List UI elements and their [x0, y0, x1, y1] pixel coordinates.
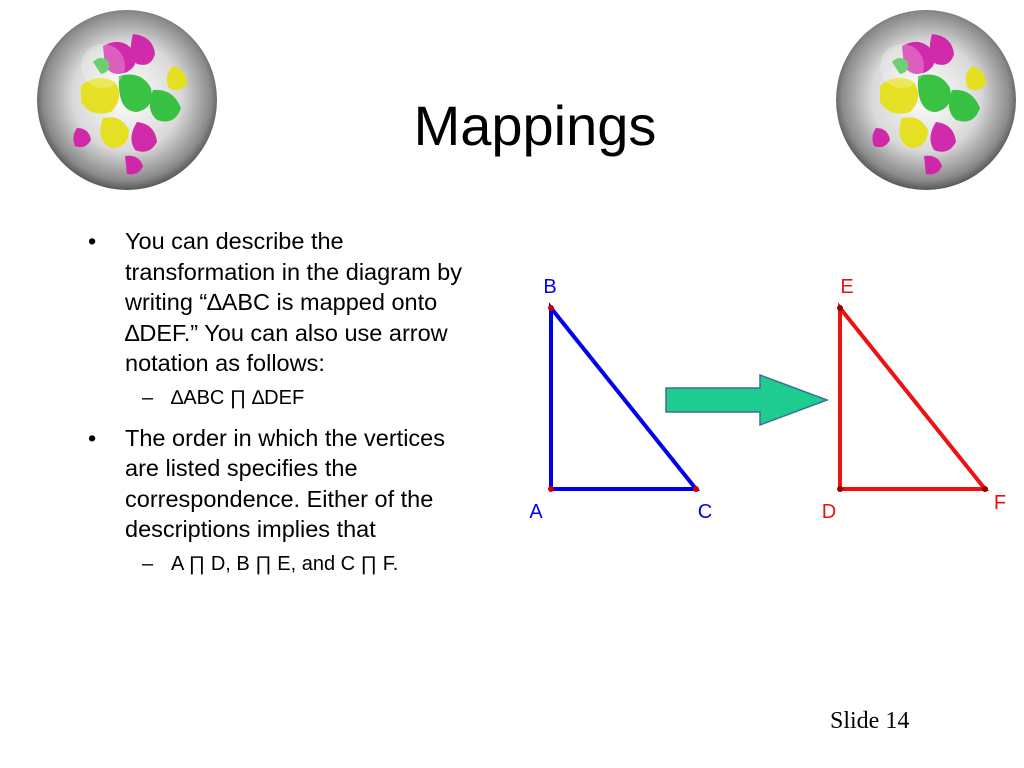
label-f: F — [994, 492, 1006, 514]
sub-bullet-item-2: – A ∏ D, B ∏ E, and C ∏ F. — [88, 551, 483, 577]
sub-bullet-text: A ∏ D, B ∏ E, and C ∏ F. — [171, 552, 399, 575]
label-a: A — [529, 501, 543, 523]
bullet-text: The order in which the vertices are list… — [125, 424, 446, 543]
vertex-e — [837, 305, 843, 311]
bullet-list: • You can describe the transformation in… — [88, 226, 483, 589]
mapping-diagram: B A C E D F — [529, 276, 1006, 523]
bullet-item-2: • The order in which the vertices are li… — [88, 423, 483, 545]
bullet-item-1: • You can describe the transformation in… — [88, 226, 483, 379]
sub-bullet-text: ∆ABC ∏ ∆DEF — [171, 386, 305, 409]
tessellated-globe-icon-left — [37, 10, 217, 190]
slide-number: Slide 14 — [830, 708, 910, 734]
mapping-arrow-icon — [665, 373, 830, 427]
triangle-abc — [549, 302, 701, 491]
sub-bullet-item-1: – ∆ABC ∏ ∆DEF — [88, 385, 483, 411]
sub-bullet-marker: – — [142, 552, 154, 575]
label-d: D — [822, 501, 836, 523]
label-c: C — [698, 501, 712, 523]
bullet-marker: • — [88, 228, 97, 254]
label-e: E — [840, 276, 853, 298]
vertex-b — [548, 305, 554, 311]
bullet-text: You can describe the transformation in t… — [125, 228, 462, 376]
vertex-c — [693, 486, 699, 492]
triangle-def — [838, 302, 990, 491]
tessellated-globe-icon-right — [836, 10, 1016, 190]
vertex-d — [837, 486, 843, 492]
sub-bullet-marker: – — [142, 386, 154, 409]
vertex-a — [548, 486, 554, 492]
slide-title: Mappings — [413, 94, 657, 157]
label-b: B — [543, 276, 556, 298]
vertex-f — [982, 486, 988, 492]
bullet-marker: • — [88, 424, 97, 451]
